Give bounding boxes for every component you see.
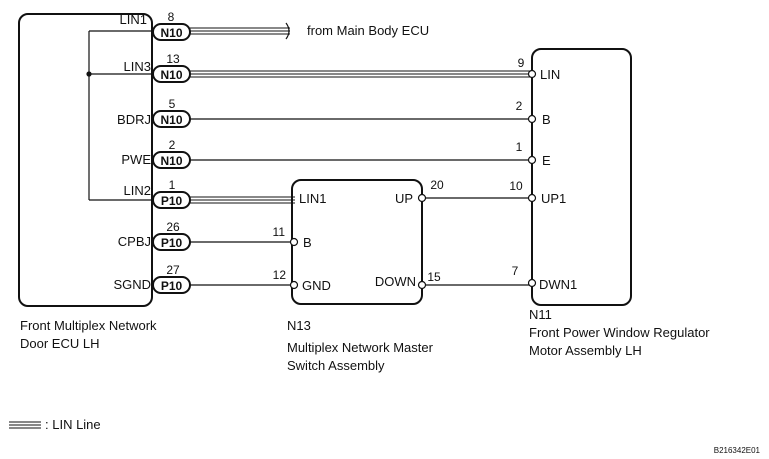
switch-terminal-down-point [417,280,427,290]
switch-terminal-gnd: GND [302,278,331,293]
regulator-terminal-dwn1: DWN1 [539,277,577,292]
regulator-pin-7: 7 [512,264,519,278]
connector-n10-pin8: N10 8 [152,10,191,41]
lin-line-lin2-to-switch [190,196,295,204]
master-switch-caption-line1: Multiplex Network Master [287,340,434,355]
pin-number: 5 [169,97,176,111]
svg-text:N10: N10 [160,154,182,168]
regulator-pin-1: 1 [516,140,523,154]
svg-text:P10: P10 [161,236,183,250]
regulator-terminal-dwn1-point [527,278,537,288]
ecu-internal-lin-bus [86,30,155,201]
pin-number: 1 [169,178,176,192]
switch-terminal-down: DOWN [375,274,416,289]
pin-number: 26 [166,220,180,234]
pin-number: 27 [166,263,180,277]
lin-line-legend-symbol [9,421,41,429]
ecu-terminal-label-lin2: LIN2 [124,183,151,198]
regulator-terminal-e-point [527,155,537,165]
ecu-terminal-label-sgnd: SGND [113,277,151,292]
pin-number: 13 [166,52,180,66]
switch-pin-15: 15 [427,270,441,284]
pin-number: 8 [168,10,175,24]
connector-n10-pin5: N10 5 [152,97,191,128]
ecu-terminal-label-bdrj: BDRJ [117,112,151,127]
switch-terminal-b: B [303,235,312,250]
svg-text:N10: N10 [160,68,182,82]
pin-number: 2 [169,138,176,152]
connector-n10-pin2: N10 2 [152,138,191,169]
door-ecu-caption-line2: Door ECU LH [20,336,99,351]
switch-pin-20: 20 [430,178,444,192]
from-main-body-label: from Main Body ECU [307,23,429,38]
master-switch-code: N13 [287,318,311,333]
regulator-terminal-lin: LIN [540,67,560,82]
switch-terminal-up-point [417,193,427,203]
regulator-caption-line2: Motor Assembly LH [529,343,642,358]
regulator-caption-line1: Front Power Window Regulator [529,325,710,340]
regulator-code: N11 [529,307,552,322]
regulator-pin-2: 2 [516,99,523,113]
switch-terminal-b-point [289,237,299,247]
svg-text:N10: N10 [160,26,182,40]
legend-label: : LIN Line [45,417,101,432]
master-switch-caption-line2: Switch Assembly [287,358,385,373]
switch-pin-11: 11 [273,225,286,239]
connector-p10-pin1: P10 1 [152,178,191,209]
svg-text:P10: P10 [161,194,183,208]
svg-text:P10: P10 [161,279,183,293]
switch-terminal-lin1: LIN1 [299,191,326,206]
regulator-pin-9: 9 [518,56,525,70]
regulator-terminal-b-point [527,114,537,124]
regulator-pin-10: 10 [509,179,523,193]
switch-terminal-gnd-point [289,280,299,290]
regulator-box [531,48,632,306]
regulator-terminal-up1: UP1 [541,191,566,206]
connector-p10-pin27: P10 27 [152,263,191,294]
regulator-terminal-b: B [542,112,551,127]
door-ecu-caption-line1: Front Multiplex Network [20,318,157,333]
figure-id: B216342E01 [714,446,761,455]
connector-n10-pin13: N10 13 [152,52,191,83]
regulator-terminal-up1-point [527,193,537,203]
ecu-terminal-label-pwe: PWE [121,152,151,167]
switch-pin-12: 12 [273,268,287,282]
ecu-terminal-label-cpbj: CPBJ [118,234,151,249]
switch-terminal-up: UP [395,191,413,206]
regulator-terminal-e: E [542,153,551,168]
regulator-terminal-lin-point [527,69,537,79]
connector-p10-pin26: P10 26 [152,220,191,251]
svg-text:N10: N10 [160,113,182,127]
ecu-terminal-label-lin3: LIN3 [124,59,151,74]
ecu-terminal-label-lin1: LIN1 [120,12,147,27]
lin-line-from-main-body [190,22,290,40]
lin-line-lin3-to-regulator [190,70,530,78]
